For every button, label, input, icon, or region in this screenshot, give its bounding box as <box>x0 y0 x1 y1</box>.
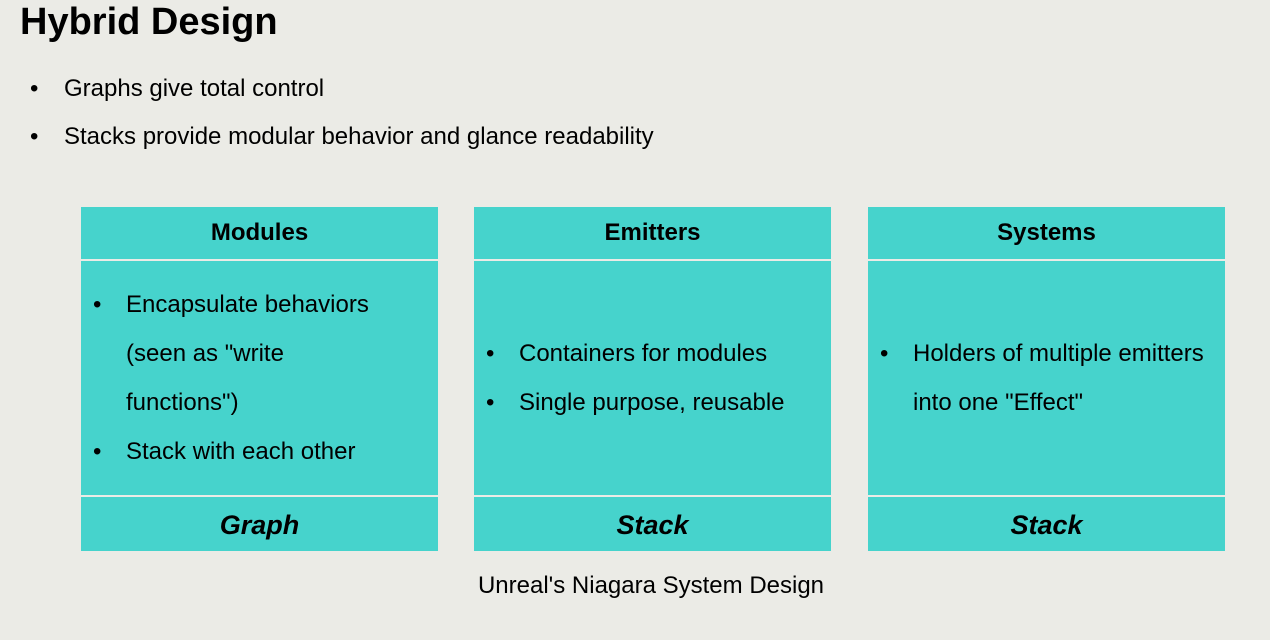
bullet-glyph: • <box>486 340 495 367</box>
slide-bullet-text: Graphs give total control <box>64 75 325 102</box>
card-item: • Single purpose, reusable <box>486 378 826 427</box>
card-item-list: • Encapsulate behaviors (seen as "write … <box>81 280 403 476</box>
figure-caption: Unreal's Niagara System Design <box>477 572 825 599</box>
card-header: Systems <box>868 207 1225 261</box>
card-footer: Graph <box>219 510 300 540</box>
slide-bullet: • Stacks provide modular behavior and gl… <box>30 118 654 166</box>
slide-bullet: • Graphs give total control <box>30 70 654 118</box>
card-item: • Stack with each other <box>93 427 403 476</box>
card-body: • Encapsulate behaviors (seen as "write … <box>81 261 438 497</box>
card-item-text: Single purpose, reusable <box>519 389 785 416</box>
slide-bullet-text: Stacks provide modular behavior and glan… <box>64 123 654 150</box>
card-item-text: Encapsulate behaviors (seen as "write fu… <box>126 291 369 416</box>
bullet-glyph: • <box>93 291 102 318</box>
card-item-text: Holders of multiple emitters into one "E… <box>913 340 1204 416</box>
card-item-list: • Holders of multiple emitters into one … <box>868 329 1210 427</box>
slide-title: Hybrid Design <box>20 1 278 43</box>
card-item-list: • Containers for modules • Single purpos… <box>474 329 826 427</box>
card-item: • Encapsulate behaviors (seen as "write … <box>93 280 403 427</box>
bullet-glyph: • <box>486 389 495 416</box>
card-header: Emitters <box>474 207 831 261</box>
slide-bullet-list: • Graphs give total control • Stacks pro… <box>30 70 654 166</box>
bullet-glyph: • <box>30 75 39 102</box>
card-item-text: Containers for modules <box>519 340 768 367</box>
card-footer: Stack <box>616 510 689 540</box>
card-item: • Containers for modules <box>486 329 826 378</box>
card-item: • Holders of multiple emitters into one … <box>880 329 1210 427</box>
card-body: • Containers for modules • Single purpos… <box>474 261 831 497</box>
card-emitters: Emitters • Containers for modules • Sing… <box>474 207 831 551</box>
bullet-glyph: • <box>30 123 39 150</box>
card-header: Modules <box>81 207 438 261</box>
bullet-glyph: • <box>93 438 102 465</box>
card-modules: Modules • Encapsulate behaviors (seen as… <box>81 207 438 551</box>
bullet-glyph: • <box>880 340 889 367</box>
card-body: • Holders of multiple emitters into one … <box>868 261 1225 497</box>
card-item-text: Stack with each other <box>126 438 356 465</box>
card-footer: Stack <box>1010 510 1083 540</box>
card-systems: Systems • Holders of multiple emitters i… <box>868 207 1225 551</box>
